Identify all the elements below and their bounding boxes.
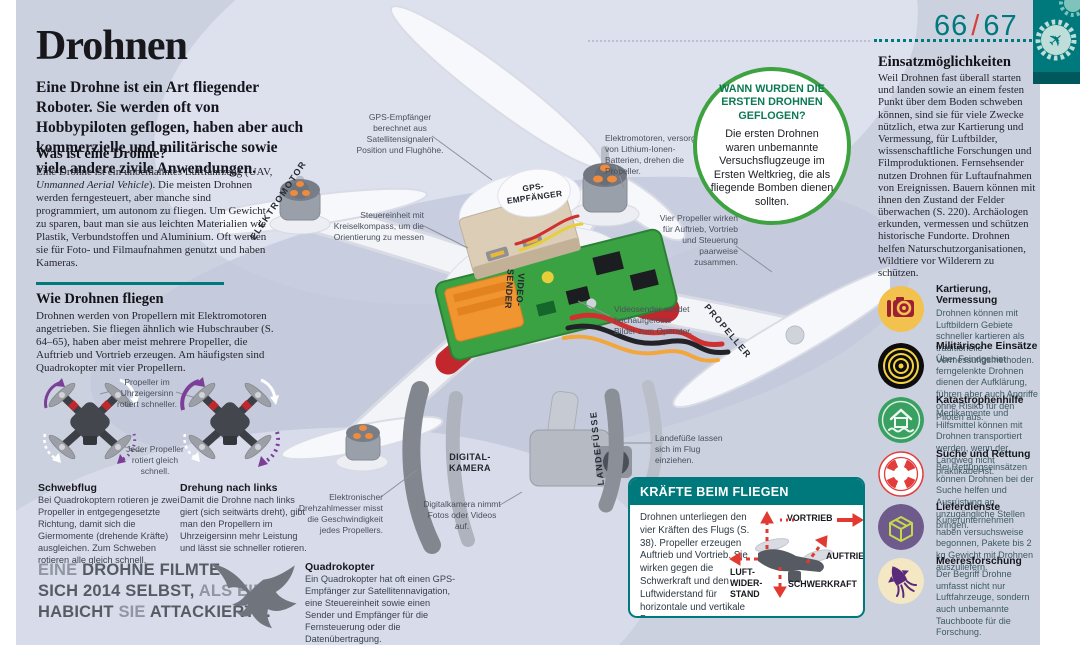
- mini-drone-left-turn: [180, 377, 280, 467]
- question-title: WANN WURDEN DIE ERSTEN DROHNEN GEFLOGEN?: [719, 82, 825, 122]
- label-text: DIGITAL-: [449, 452, 491, 462]
- callout-videosender: Videosender sendet hochaufgelöste Bilder…: [614, 304, 692, 336]
- callout-vier-propeller: Vier Propeller wirken für Auftrieb, Vort…: [659, 213, 738, 267]
- page-title: Drohnen: [36, 23, 188, 69]
- what-is-body-italic: Unmanned Aerial Vehicle: [36, 178, 149, 191]
- uses-heading: Einsatzmöglichkeiten: [878, 54, 1011, 70]
- hover-flight-body: Bei Quadrokoptern rotieren je zwei Prope…: [38, 495, 180, 565]
- flood-house-icon: [878, 397, 924, 443]
- use-item-title: Suche und Rettung: [936, 449, 1031, 460]
- what-is-body: Eine Drohne ist ein unbemanntes Luftfahr…: [36, 166, 276, 270]
- page-number-separator: /: [971, 10, 981, 42]
- callout-drehzahlmesser: Elektronischer Drehzahlmesser misst die …: [298, 492, 383, 535]
- motor-southwest: [335, 424, 389, 472]
- label-text: STAND: [730, 588, 760, 599]
- callout-propeller-clockwise: Propeller im Uhrzeigersinn rotiert schne…: [117, 377, 177, 409]
- fact-text: SICH 2014 SELBST,: [38, 582, 195, 600]
- label-vortrieb: VORTRIEB: [787, 513, 833, 523]
- camera-icon: [878, 286, 924, 332]
- callout-steuereinheit: Steuereinheit mit Kreiselkompass, um die…: [333, 210, 424, 242]
- forces-box: KRÄFTE BEIM FLIEGEN Drohnen unterliegen …: [628, 477, 865, 618]
- callout-elektromotoren: Elektromotoren, versorgt von Lithium-Ion…: [605, 133, 699, 176]
- use-item-title: Lieferdienste: [936, 502, 1001, 513]
- left-turn-heading: Drehung nach links: [180, 482, 278, 494]
- hover-flight-heading: Schwebflug: [38, 482, 97, 494]
- target-icon: [878, 343, 924, 389]
- page-number-right: 67: [983, 10, 1018, 42]
- use-item-body: Drohnen können mit Luftbildern Gebiete s…: [936, 308, 1035, 365]
- page-background: Drohnen Eine Drohne ist ein Art fliegend…: [16, 0, 1040, 645]
- how-fly-heading: Wie Drohnen fliegen: [36, 291, 164, 307]
- use-item-title: Katastrophenhilfe: [936, 395, 1024, 406]
- callout-digitalkamera: Digitalkamera nimmt Fotos oder Videos au…: [423, 499, 501, 531]
- forces-heading: KRÄFTE BEIM FLIEGEN: [630, 479, 863, 505]
- section-divider: [36, 282, 224, 285]
- what-is-body-post: ). Die meisten Drohnen werden ferngesteu…: [36, 178, 267, 269]
- callout-gps: GPS-Empfänger berechnet aus Satellitensi…: [356, 112, 444, 155]
- fact-text: EINE: [38, 561, 83, 579]
- motor-west: [269, 176, 331, 235]
- fact-text: SIE: [118, 603, 150, 621]
- quadrokopter-heading: Quadrokopter: [305, 561, 375, 573]
- use-item-title: Militärische Einsätze: [936, 341, 1038, 352]
- page-number-left: 66: [934, 10, 969, 42]
- page-intro: Eine Drohne ist ein Art fliegender Robot…: [36, 79, 304, 177]
- gps-badge-text: EMPFÄNGER: [506, 188, 563, 206]
- use-item-body: Kurierunternehmen haben versuchsweise be…: [936, 515, 1034, 572]
- question-body: Die ersten Drohnen waren unbemannte Vers…: [710, 128, 834, 208]
- lifebuoy-icon: [878, 451, 924, 497]
- mini-drone-hover: [43, 378, 139, 464]
- label-text: WIDER-: [730, 577, 763, 588]
- dotted-rule-faint: [588, 40, 870, 42]
- use-item-body: Medikamente und Hilfsmittel können mit D…: [936, 408, 1023, 477]
- how-fly-body: Drohnen werden von Propellern mit Elektr…: [36, 310, 274, 374]
- package-icon: [878, 504, 924, 550]
- callout-equal-speed: Jeder Propeller rotiert gleich schnell.: [126, 444, 184, 476]
- use-item-title: Kartierung, Vermessung: [936, 284, 998, 306]
- fact-text: HABICHT: [38, 603, 119, 621]
- what-is-body-pre: Eine Drohne ist ein unbemanntes Luftfahr…: [36, 166, 273, 178]
- squid-icon: [878, 558, 924, 604]
- label-luftwiderstand: LUFT- WIDER- STAND: [730, 567, 762, 600]
- quadrokopter-body: Ein Quadrokopter hat oft einen GPS-Empfä…: [305, 574, 456, 644]
- fact-text: DROHNE FILMTE: [82, 561, 221, 579]
- dotted-rule: [874, 39, 1038, 42]
- fact-text: ATTACKIERTE.: [149, 603, 271, 621]
- hawk-icon: [210, 563, 297, 629]
- label-digitalkamera: DIGITAL- KAMERA: [438, 452, 502, 475]
- what-is-heading: Was ist eine Drohne?: [36, 146, 167, 162]
- fact-statement: EINE DROHNE FILMTE SICH 2014 SELBST, ALS…: [38, 560, 271, 623]
- label-text: LUFT-: [730, 567, 755, 577]
- use-item-body: Der Begriff Drohne umfasst nicht nur Luf…: [936, 569, 1030, 638]
- use-item-body: Bei Rettungseinsätzen können Drohnen bei…: [936, 462, 1034, 531]
- chapter-emblem: ✈: [1033, 0, 1080, 84]
- question-bubble: WANN WURDEN DIE ERSTEN DROHNEN GEFLOGEN?…: [693, 67, 851, 225]
- left-turn-body: Damit die Drohne nach links giert (sich …: [180, 495, 307, 553]
- label-schwerkraft: SCHWERKRAFT: [788, 579, 857, 589]
- use-item-title: Meeresforschung: [936, 556, 1022, 567]
- uses-intro: Weil Drohnen fast überall starten und la…: [878, 72, 1036, 279]
- forces-body: Drohnen unterliegen den vier Kräften des…: [640, 512, 750, 616]
- page-number: 66/67: [934, 10, 1018, 43]
- label-text: KAMERA: [449, 463, 491, 474]
- use-item-body: Über Feindgebiet ferngelenkte Drohnen di…: [936, 354, 1038, 423]
- circuit-board: [434, 228, 678, 361]
- label-auftrieb: AUFTRIEB: [826, 551, 865, 561]
- forces-diagram: [729, 510, 863, 598]
- callout-landefuesse: Landefüße lassen sich im Flug einziehen.: [655, 433, 723, 465]
